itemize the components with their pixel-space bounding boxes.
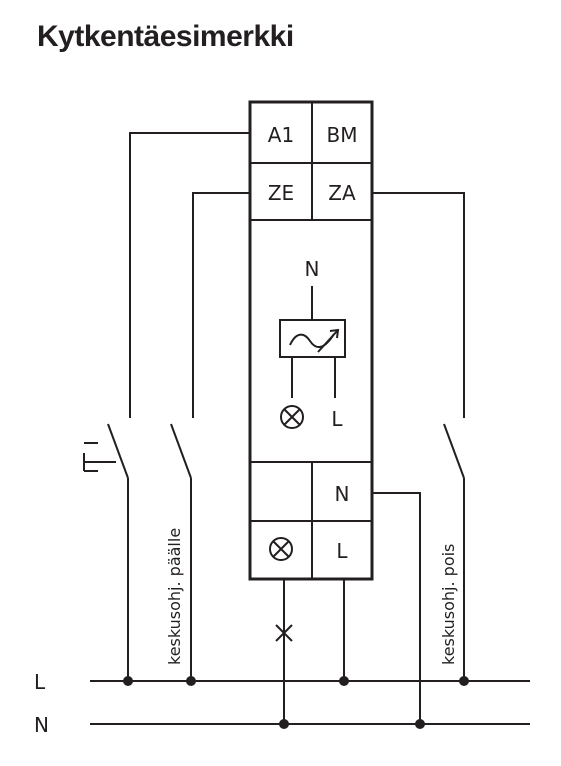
switch-on-label: keskusohj. päälle [165, 528, 184, 665]
internal-l-label: L [331, 407, 343, 431]
terminal-l: L [336, 539, 348, 563]
terminal-ze: ZE [268, 181, 294, 205]
wire-a1 [129, 132, 250, 418]
terminal-n: N [335, 482, 350, 506]
pushbutton-icon [83, 442, 116, 472]
pushbutton-contact [107, 423, 129, 479]
rail-n-label: N [34, 713, 49, 737]
terminal-bm: BM [327, 123, 358, 147]
switch-on-contact [170, 423, 192, 479]
junction-dot [279, 719, 289, 729]
junction-dot [459, 676, 469, 686]
internal-n-label: N [305, 257, 320, 281]
lamp-icon [269, 537, 293, 561]
relay-symbol-icon [279, 319, 346, 358]
junction-dot [339, 676, 349, 686]
junction-dot [123, 676, 133, 686]
wire-za [372, 192, 465, 418]
rail-l-label: L [34, 670, 46, 694]
lamp-icon [280, 405, 304, 429]
junction-dot [415, 719, 425, 729]
switch-off-label: keskusohj. pois [439, 544, 458, 665]
wire-n [372, 492, 421, 724]
terminal-a1: A1 [268, 123, 294, 147]
junction-dot [186, 676, 196, 686]
terminal-za: ZA [328, 181, 356, 205]
switch-off-contact [443, 423, 465, 479]
page-title: Kytkentäesimerkki [37, 20, 294, 53]
wire-cross-icon [275, 624, 293, 642]
wire-ze [192, 192, 250, 418]
